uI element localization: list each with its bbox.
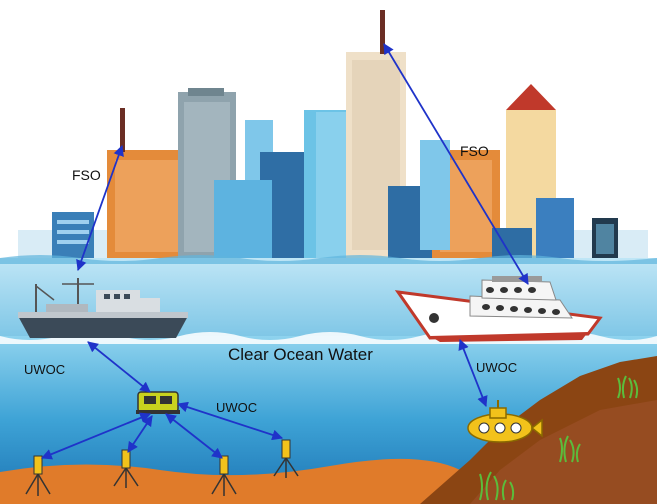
antenna-icon: [380, 10, 385, 54]
uwoc-label-center: UWOC: [216, 400, 257, 415]
cargo-ship-icon: [18, 278, 188, 338]
fso-label-right: FSO: [460, 143, 489, 159]
uwoc-link-yacht-sub: [458, 338, 488, 408]
fso-link-left: [76, 144, 124, 272]
underwater-vehicle-icon: [136, 391, 180, 414]
yacht-icon: [394, 276, 603, 342]
uwoc-link-rov-sensor-2: [127, 415, 153, 453]
link-arrows: [40, 43, 529, 460]
uwoc-label-left: UWOC: [24, 362, 65, 377]
uwoc-link-rov-sensor-4: [176, 401, 284, 441]
seabed-sensor-icon: [273, 439, 299, 478]
water-label: Clear Ocean Water: [228, 345, 373, 364]
antenna-icon: [120, 108, 125, 152]
uwoc-link-ship-rov: [87, 341, 151, 393]
uwoc-label-right: UWOC: [476, 360, 517, 375]
seabed-sensor-icon: [211, 455, 237, 496]
seabed: [0, 458, 460, 504]
seaweed-icon: [479, 375, 639, 501]
seabed-sensor-icon: [25, 455, 51, 496]
fso-link-right: [383, 43, 529, 285]
fso-label-left: FSO: [72, 167, 101, 183]
submarine-icon: [467, 400, 543, 443]
